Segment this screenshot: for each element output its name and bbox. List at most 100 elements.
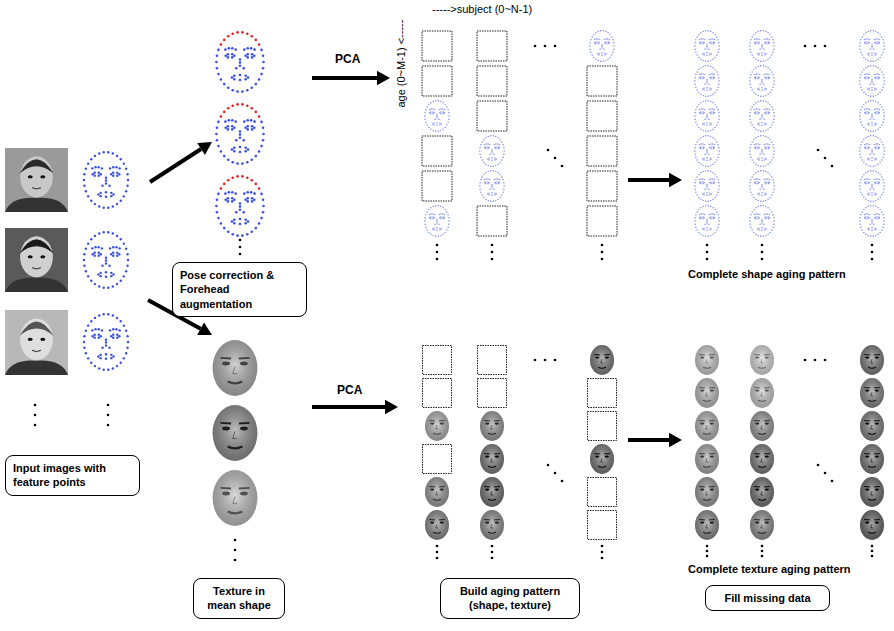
feature-point (694, 48, 695, 49)
texture-face (425, 510, 449, 540)
feature-point (112, 328, 114, 330)
feature-point (710, 113, 711, 114)
ellipsis-dot (107, 404, 110, 407)
feature-point (613, 42, 614, 43)
feature-point (875, 111, 876, 112)
feature-point (105, 196, 107, 198)
feature-point (765, 88, 766, 89)
feature-point (709, 159, 710, 160)
feature-point (231, 197, 234, 200)
mouth (703, 499, 711, 500)
feature-point (749, 48, 750, 49)
feature-point (495, 158, 496, 159)
feature-point (710, 171, 711, 172)
feature-point (696, 71, 697, 72)
feature-point (773, 112, 774, 113)
feature-point (714, 74, 715, 75)
feature-point (706, 55, 707, 56)
feature-point (258, 43, 261, 46)
feature-point (712, 59, 713, 60)
feature-point (713, 181, 714, 182)
feature-point (479, 147, 480, 148)
feature-point (98, 254, 100, 256)
feature-point (871, 87, 872, 88)
feature-point (98, 333, 100, 335)
feature-point (749, 80, 750, 81)
feature-point (244, 199, 247, 202)
feature-point (706, 52, 707, 53)
feature-point (246, 161, 249, 164)
eye (755, 423, 759, 425)
feature-point (755, 94, 756, 95)
feature-point (717, 179, 718, 180)
feature-point (708, 61, 709, 62)
feature-point (242, 139, 245, 142)
feature-point (749, 150, 750, 151)
feature-point (758, 95, 759, 96)
feature-point (503, 147, 504, 148)
feature-point (710, 213, 711, 214)
feature-point (110, 354, 112, 356)
feature-point (494, 179, 495, 180)
missing-cell (587, 136, 617, 166)
feature-point (767, 172, 768, 173)
feature-point (90, 158, 92, 160)
feature-point (112, 171, 114, 173)
feature-point (85, 190, 87, 192)
feature-point (882, 74, 883, 75)
feature-point (718, 147, 719, 148)
nose (706, 425, 708, 429)
nose (491, 458, 493, 462)
shape-face (749, 65, 775, 97)
photo-hair (19, 239, 53, 253)
eyebrow (754, 387, 760, 388)
feature-point (767, 143, 768, 144)
feature-point (751, 229, 752, 230)
feature-point (116, 283, 118, 285)
feature-point (231, 76, 234, 79)
feature-point (246, 104, 249, 107)
photo-eye (28, 175, 33, 178)
feature-point (126, 265, 128, 267)
texture-face (860, 345, 884, 375)
feature-point (710, 78, 711, 79)
feature-point (704, 144, 705, 145)
feature-point (98, 314, 100, 316)
feature-point (439, 214, 440, 215)
feature-point (874, 74, 875, 75)
feature-point (714, 127, 715, 128)
feature-point (718, 115, 719, 116)
shape-face (479, 135, 505, 167)
missing-cell (423, 346, 452, 375)
feature-point (494, 157, 495, 158)
feature-point (444, 127, 445, 128)
feature-point (262, 61, 265, 64)
feature-point (228, 47, 231, 50)
feature-point (750, 227, 751, 228)
feature-point (768, 218, 769, 219)
feature-point (125, 190, 127, 192)
eye (765, 456, 769, 458)
feature-point (493, 166, 494, 167)
eye (222, 492, 230, 496)
feature-point (118, 335, 120, 337)
feature-point (870, 96, 871, 97)
feature-point (765, 216, 766, 217)
feature-point (239, 64, 242, 67)
texture-face (480, 444, 504, 474)
feature-point (605, 53, 606, 54)
feature-point (607, 59, 608, 60)
feature-point (767, 102, 768, 103)
feature-point (98, 152, 100, 154)
feature-point (94, 317, 96, 319)
feature-point (499, 147, 500, 148)
feature-point (502, 179, 503, 180)
texture-face (750, 477, 774, 507)
feature-point (99, 275, 101, 277)
feature-point (231, 200, 234, 203)
feature-point (860, 87, 861, 88)
feature-point (710, 66, 711, 67)
feature-point (112, 232, 114, 234)
feature-point (98, 166, 100, 168)
feature-point (700, 113, 701, 114)
